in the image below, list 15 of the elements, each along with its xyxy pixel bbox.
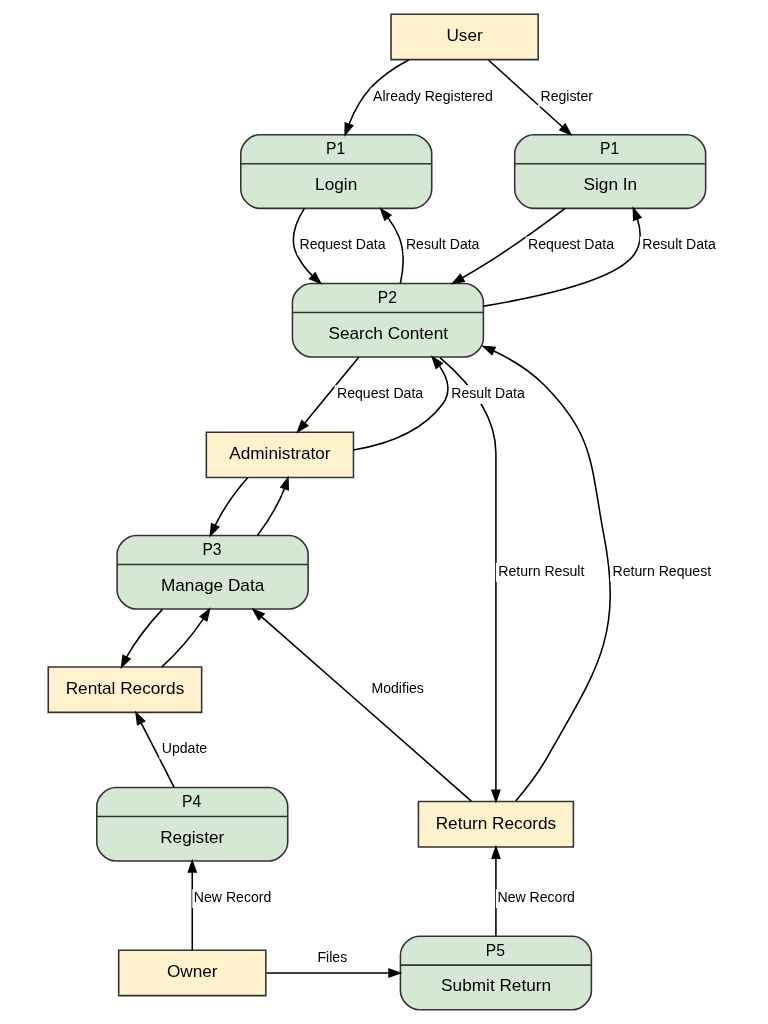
- edge-label: Request Data: [299, 236, 386, 253]
- edge-label: Result Data: [642, 236, 716, 253]
- edge-label: New Record: [497, 889, 575, 906]
- edge-label: Modifies: [371, 680, 424, 697]
- edge-label: Files: [317, 949, 348, 966]
- edge-label: Return Request: [612, 562, 712, 579]
- edge-label: Result Data: [405, 236, 480, 253]
- edge-label: Request Data: [528, 236, 615, 253]
- edge-label: New Record: [193, 889, 272, 906]
- edge-label: Register: [540, 87, 593, 104]
- edge-label: Return Result: [498, 562, 585, 579]
- edge-label: Request Data: [337, 385, 424, 402]
- edge-label: Update: [161, 740, 208, 757]
- edge-label: Already Registered: [373, 87, 493, 104]
- edge-label: Result Data: [451, 385, 525, 402]
